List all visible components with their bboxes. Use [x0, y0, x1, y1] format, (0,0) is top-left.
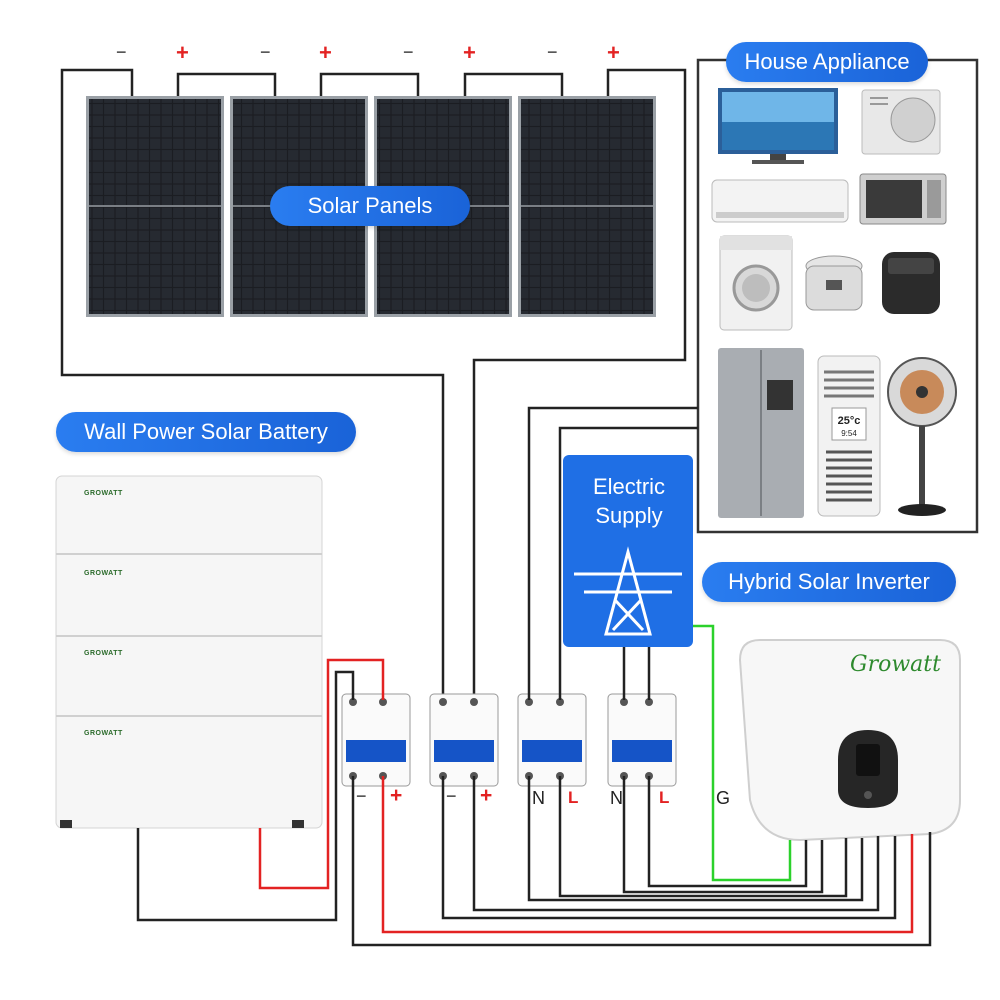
breaker-terminal-neutral: N	[532, 788, 545, 808]
refrigerator-icon	[718, 348, 804, 518]
battery-brand-logo: GROWATT	[84, 650, 123, 657]
breaker-terminal-negative: −	[356, 786, 367, 806]
battery-wiring	[136, 658, 385, 922]
breaker-terminal-positive: +	[390, 784, 403, 807]
breaker-terminal-negative: −	[446, 786, 457, 806]
breaker-terminal-neutral: N	[610, 788, 623, 808]
breaker-terminal-live: L	[659, 788, 670, 807]
breaker	[341, 693, 411, 787]
breaker	[607, 693, 677, 787]
ac-outdoor-icon	[861, 89, 941, 155]
breaker-terminal-live: L	[568, 788, 579, 807]
solar-panel	[518, 96, 656, 317]
panel-terminal-positive: +	[463, 40, 476, 65]
air-fryer-icon	[882, 252, 940, 314]
panel-terminal-positive: +	[176, 40, 189, 65]
battery-brand-logo: GROWATT	[84, 570, 123, 577]
heater-temp-display: 25°c	[838, 415, 861, 427]
heater-icon	[817, 355, 881, 517]
electric-supply-box	[563, 455, 693, 647]
breaker-terminal-positive: +	[480, 784, 493, 807]
fan-icon	[887, 357, 957, 516]
wall-battery	[55, 475, 323, 829]
ac-wiring	[527, 406, 792, 882]
microwave-icon	[859, 173, 947, 225]
battery-brand-logo: GROWATT	[84, 490, 123, 497]
solar-panel	[86, 96, 224, 317]
washing-machine-icon	[719, 235, 793, 331]
wall-battery-label: Wall Power Solar Battery	[56, 412, 356, 452]
inverter-wiring	[351, 776, 932, 947]
panel-terminal-negative: −	[547, 42, 558, 62]
panel-terminal-negative: −	[260, 42, 271, 62]
panel-terminal-negative: −	[116, 42, 127, 62]
breakers	[341, 693, 677, 787]
rice-cooker-icon	[805, 255, 863, 311]
ac-indoor-icon	[711, 179, 849, 223]
power-tower-icon	[574, 546, 682, 636]
panel-wiring	[60, 68, 687, 700]
breaker	[517, 693, 587, 787]
ground-terminal: G	[716, 788, 731, 808]
electric-supply-label: Electric Supply	[592, 474, 666, 528]
battery-brand-logo: GROWATT	[84, 730, 123, 737]
house-appliance-box: 25°c 9:54	[696, 58, 979, 534]
heater-time-display: 9:54	[841, 429, 857, 438]
solar-panels-label: Solar Panels	[270, 186, 470, 226]
tv-icon	[718, 88, 838, 164]
panel-terminal-positive: +	[607, 40, 620, 65]
hybrid-inverter-label: Hybrid Solar Inverter	[702, 562, 956, 602]
hybrid-inverter	[738, 639, 961, 842]
inverter-brand-logo: Growatt	[850, 652, 941, 677]
house-appliance-label: House Appliance	[726, 42, 928, 82]
panel-terminal-positive: +	[319, 40, 332, 65]
panel-terminal-negative: −	[403, 42, 414, 62]
breaker	[429, 693, 499, 787]
